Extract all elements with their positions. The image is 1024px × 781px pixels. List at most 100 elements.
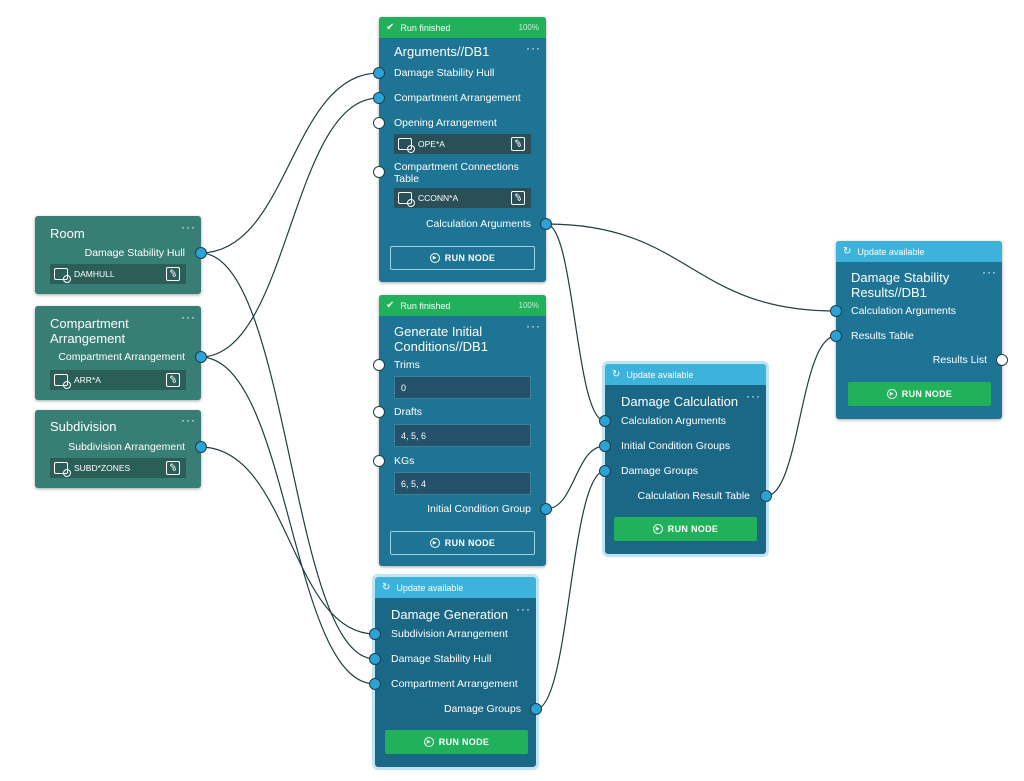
input-port-compartment-arrangement[interactable] <box>369 678 381 690</box>
trims-label: Trims <box>394 359 420 371</box>
node-menu-button[interactable]: ··· <box>526 319 541 333</box>
input-label: Initial Condition Groups <box>621 440 731 452</box>
wire-compartment-to-damage-generation <box>199 356 376 685</box>
kgs-label: KGs <box>394 455 415 467</box>
chevron-down-icon[interactable]: ⌄ <box>515 192 523 203</box>
output-port-calculation-result-table[interactable] <box>760 490 772 502</box>
output-port-damage-stability-hull[interactable] <box>195 247 207 259</box>
output-label: Compartment Arrangement <box>58 351 185 363</box>
input-label: Results Table <box>851 330 914 342</box>
status-banner: ✔ Run finished 100% <box>379 17 546 38</box>
input-port-compartment-connections-table[interactable] <box>373 166 385 178</box>
output-port-calculation-arguments[interactable] <box>540 218 552 230</box>
results-node[interactable]: ↻ Update available Damage Stability Resu… <box>830 241 1008 419</box>
room-node[interactable]: Room ··· Damage Stability Hull DAMHULL ⌄… <box>35 216 207 294</box>
input-port-initial-condition-groups[interactable] <box>599 440 611 452</box>
initial-conditions-node[interactable]: ✔ Run finished 100% Generate Initial Con… <box>373 295 552 566</box>
select-source-icon <box>54 268 71 283</box>
output-port-damage-groups[interactable] <box>530 703 542 715</box>
edit-icon: ✎ <box>511 191 525 205</box>
node-menu-button[interactable]: ··· <box>526 41 541 55</box>
edit-icon: ✎ <box>166 373 180 387</box>
button-label: RUN NODE <box>667 524 719 534</box>
opening-arrangement-picker[interactable]: OPE*A ⌄ <box>394 134 531 154</box>
input-port-damage-stability-hull[interactable] <box>373 67 385 79</box>
chevron-down-icon[interactable]: ⌄ <box>170 268 178 279</box>
node-menu-button[interactable]: ··· <box>746 389 761 403</box>
output-label: Calculation Result Table <box>637 490 750 502</box>
picker-value: ARR*A <box>74 375 101 385</box>
select-source-icon <box>54 374 71 389</box>
wire-arguments-to-damage-calculation <box>545 223 606 422</box>
input-port-kgs[interactable] <box>373 455 385 467</box>
source-picker[interactable]: DAMHULL ⌄ <box>50 264 186 284</box>
subdivision-node[interactable]: Subdivision ··· Subdivision Arrangement … <box>35 410 207 488</box>
kgs-field[interactable]: 6, 5, 4 <box>394 472 531 495</box>
input-port-damage-stability-hull[interactable] <box>369 653 381 665</box>
chevron-down-icon[interactable]: ⌄ <box>515 138 523 149</box>
input-label: Opening Arrangement <box>394 117 497 129</box>
edit-button[interactable]: ✎ <box>511 188 531 208</box>
run-node-button[interactable]: ▶ RUN NODE <box>614 517 757 541</box>
update-icon: ↻ <box>382 582 391 593</box>
play-circle-icon: ▶ <box>429 253 440 263</box>
edit-icon: ✎ <box>511 137 525 151</box>
chevron-down-icon[interactable]: ⌄ <box>170 374 178 385</box>
edit-button[interactable]: ✎ <box>166 458 186 478</box>
input-port-calculation-arguments[interactable] <box>599 415 611 427</box>
input-port-damage-groups[interactable] <box>599 465 611 477</box>
source-picker[interactable]: SUBD*ZONES ⌄ <box>50 458 186 478</box>
trims-field[interactable]: 0 <box>394 376 531 399</box>
button-label: RUN NODE <box>444 253 496 263</box>
node-menu-button[interactable]: ··· <box>181 220 196 234</box>
output-port-results-list[interactable] <box>996 354 1008 366</box>
run-node-button[interactable]: ▶ RUN NODE <box>848 382 991 406</box>
edit-button[interactable]: ✎ <box>166 370 186 390</box>
input-port-calculation-arguments[interactable] <box>830 305 842 317</box>
input-label: Compartment Connections Table <box>394 161 519 185</box>
drafts-field[interactable]: 4, 5, 6 <box>394 424 531 447</box>
edit-button[interactable]: ✎ <box>166 264 186 284</box>
output-port-subdivision-arrangement[interactable] <box>195 441 207 453</box>
input-port-trims[interactable] <box>373 359 385 371</box>
chevron-down-icon[interactable]: ⌄ <box>170 462 178 473</box>
picker-value: SUBD*ZONES <box>74 463 131 473</box>
output-label: Subdivision Arrangement <box>68 441 185 453</box>
update-icon: ↻ <box>612 369 621 380</box>
wire-subdivision-to-damage-generation <box>199 446 376 635</box>
connections-table-picker[interactable]: CCONN*A ⌄ <box>394 188 531 208</box>
arguments-node[interactable]: ✔ Run finished 100% Arguments//DB1 ··· D… <box>373 17 552 282</box>
input-label: Damage Groups <box>621 465 699 477</box>
node-menu-button[interactable]: ··· <box>516 602 531 616</box>
input-port-opening-arrangement[interactable] <box>373 117 385 129</box>
damage-generation-node[interactable]: ↻ Update available Damage Generation ···… <box>369 574 542 770</box>
drafts-label: Drafts <box>394 406 423 418</box>
node-menu-button[interactable]: ··· <box>982 265 997 279</box>
wire-arguments-to-results <box>545 223 837 312</box>
damage-calculation-node[interactable]: ↻ Update available Damage Calculation ··… <box>599 361 772 557</box>
select-source-icon <box>398 138 415 153</box>
edit-icon: ✎ <box>166 267 180 281</box>
node-menu-button[interactable]: ··· <box>181 310 196 324</box>
check-icon: ✔ <box>386 22 395 33</box>
input-port-drafts[interactable] <box>373 406 385 418</box>
compartment-arrangement-node[interactable]: Compartment Arrangement ··· Compartment … <box>35 306 207 400</box>
wire-room-to-damage-generation <box>199 252 376 660</box>
input-port-compartment-arrangement[interactable] <box>373 92 385 104</box>
node-title: Damage Generation <box>391 607 509 622</box>
output-port-compartment-arrangement[interactable] <box>195 351 207 363</box>
output-port-initial-condition-group[interactable] <box>540 503 552 515</box>
input-port-results-table[interactable] <box>830 330 842 342</box>
button-label: RUN NODE <box>438 737 490 747</box>
source-picker[interactable]: ARR*A ⌄ <box>50 370 186 390</box>
node-menu-button[interactable]: ··· <box>181 413 196 427</box>
node-title: Subdivision <box>50 419 117 434</box>
run-node-button[interactable]: ▶ RUN NODE <box>390 531 535 555</box>
input-port-subdivision-arrangement[interactable] <box>369 628 381 640</box>
edit-button[interactable]: ✎ <box>511 134 531 154</box>
node-title: Damage Stability Results//DB1 <box>851 270 950 300</box>
play-circle-icon: ▶ <box>886 389 897 399</box>
status-banner: ↻ Update available <box>836 241 1002 262</box>
run-node-button[interactable]: ▶ RUN NODE <box>385 730 528 754</box>
run-node-button[interactable]: ▶ RUN NODE <box>390 246 535 270</box>
